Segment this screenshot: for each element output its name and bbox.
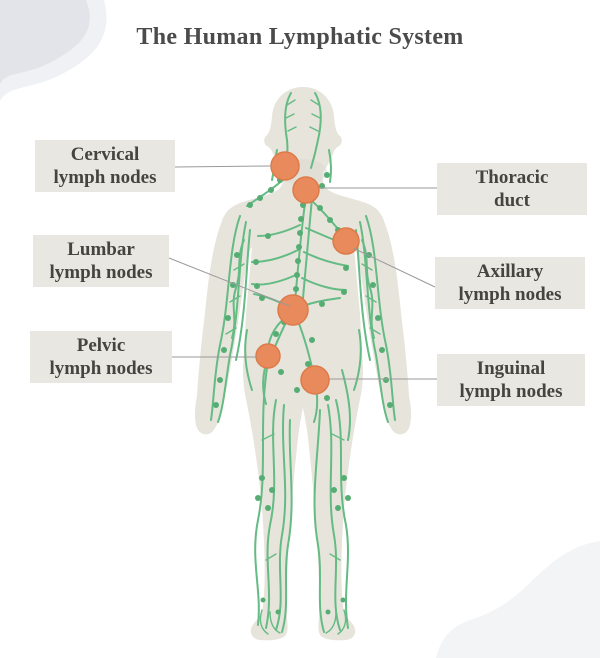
label-line: Inguinal [476,357,546,379]
label-line: lymph nodes [49,262,153,283]
connector-line-axillary [352,247,436,288]
label-line: Lumbar [67,238,135,260]
label-line: Thoracic [475,166,549,188]
label-line: Cervical [70,143,140,165]
small-lymph-node-beads [213,172,393,615]
label-line: lymph nodes [53,167,157,188]
corner-decoration-bottom-right [436,541,600,658]
major-lymph-nodes [255,151,360,395]
page-title: The Human Lymphatic System [136,24,464,50]
label-cervical-lymph-nodes: Cervical lymph nodes [35,140,175,192]
label-thoracic-duct: Thoracic duct [437,163,587,215]
axillary-node [332,227,360,255]
label-line: lymph nodes [458,284,562,305]
label-pelvic-lymph-nodes: Pelvic lymph nodes [30,331,172,383]
connector-line-lumbar [168,257,291,307]
label-line: duct [494,190,530,211]
label-line: Axillary [476,260,544,282]
body-silhouette [194,87,412,641]
lumbar-node [277,294,309,326]
connector-line-cervical [174,165,273,168]
cervical-node [270,151,300,181]
label-line: lymph nodes [459,381,563,402]
thoracic-duct-node [292,176,320,204]
label-line: lymph nodes [49,358,153,379]
inguinal-node [300,365,330,395]
pelvic-node [255,343,281,369]
label-lumbar-lymph-nodes: Lumbar lymph nodes [33,235,169,287]
corner-decoration-top-left [0,0,107,101]
label-line: Pelvic [76,334,126,356]
label-connector-lines [168,165,437,380]
label-axillary-lymph-nodes: Axillary lymph nodes [435,257,585,309]
label-inguinal-lymph-nodes: Inguinal lymph nodes [437,354,585,406]
